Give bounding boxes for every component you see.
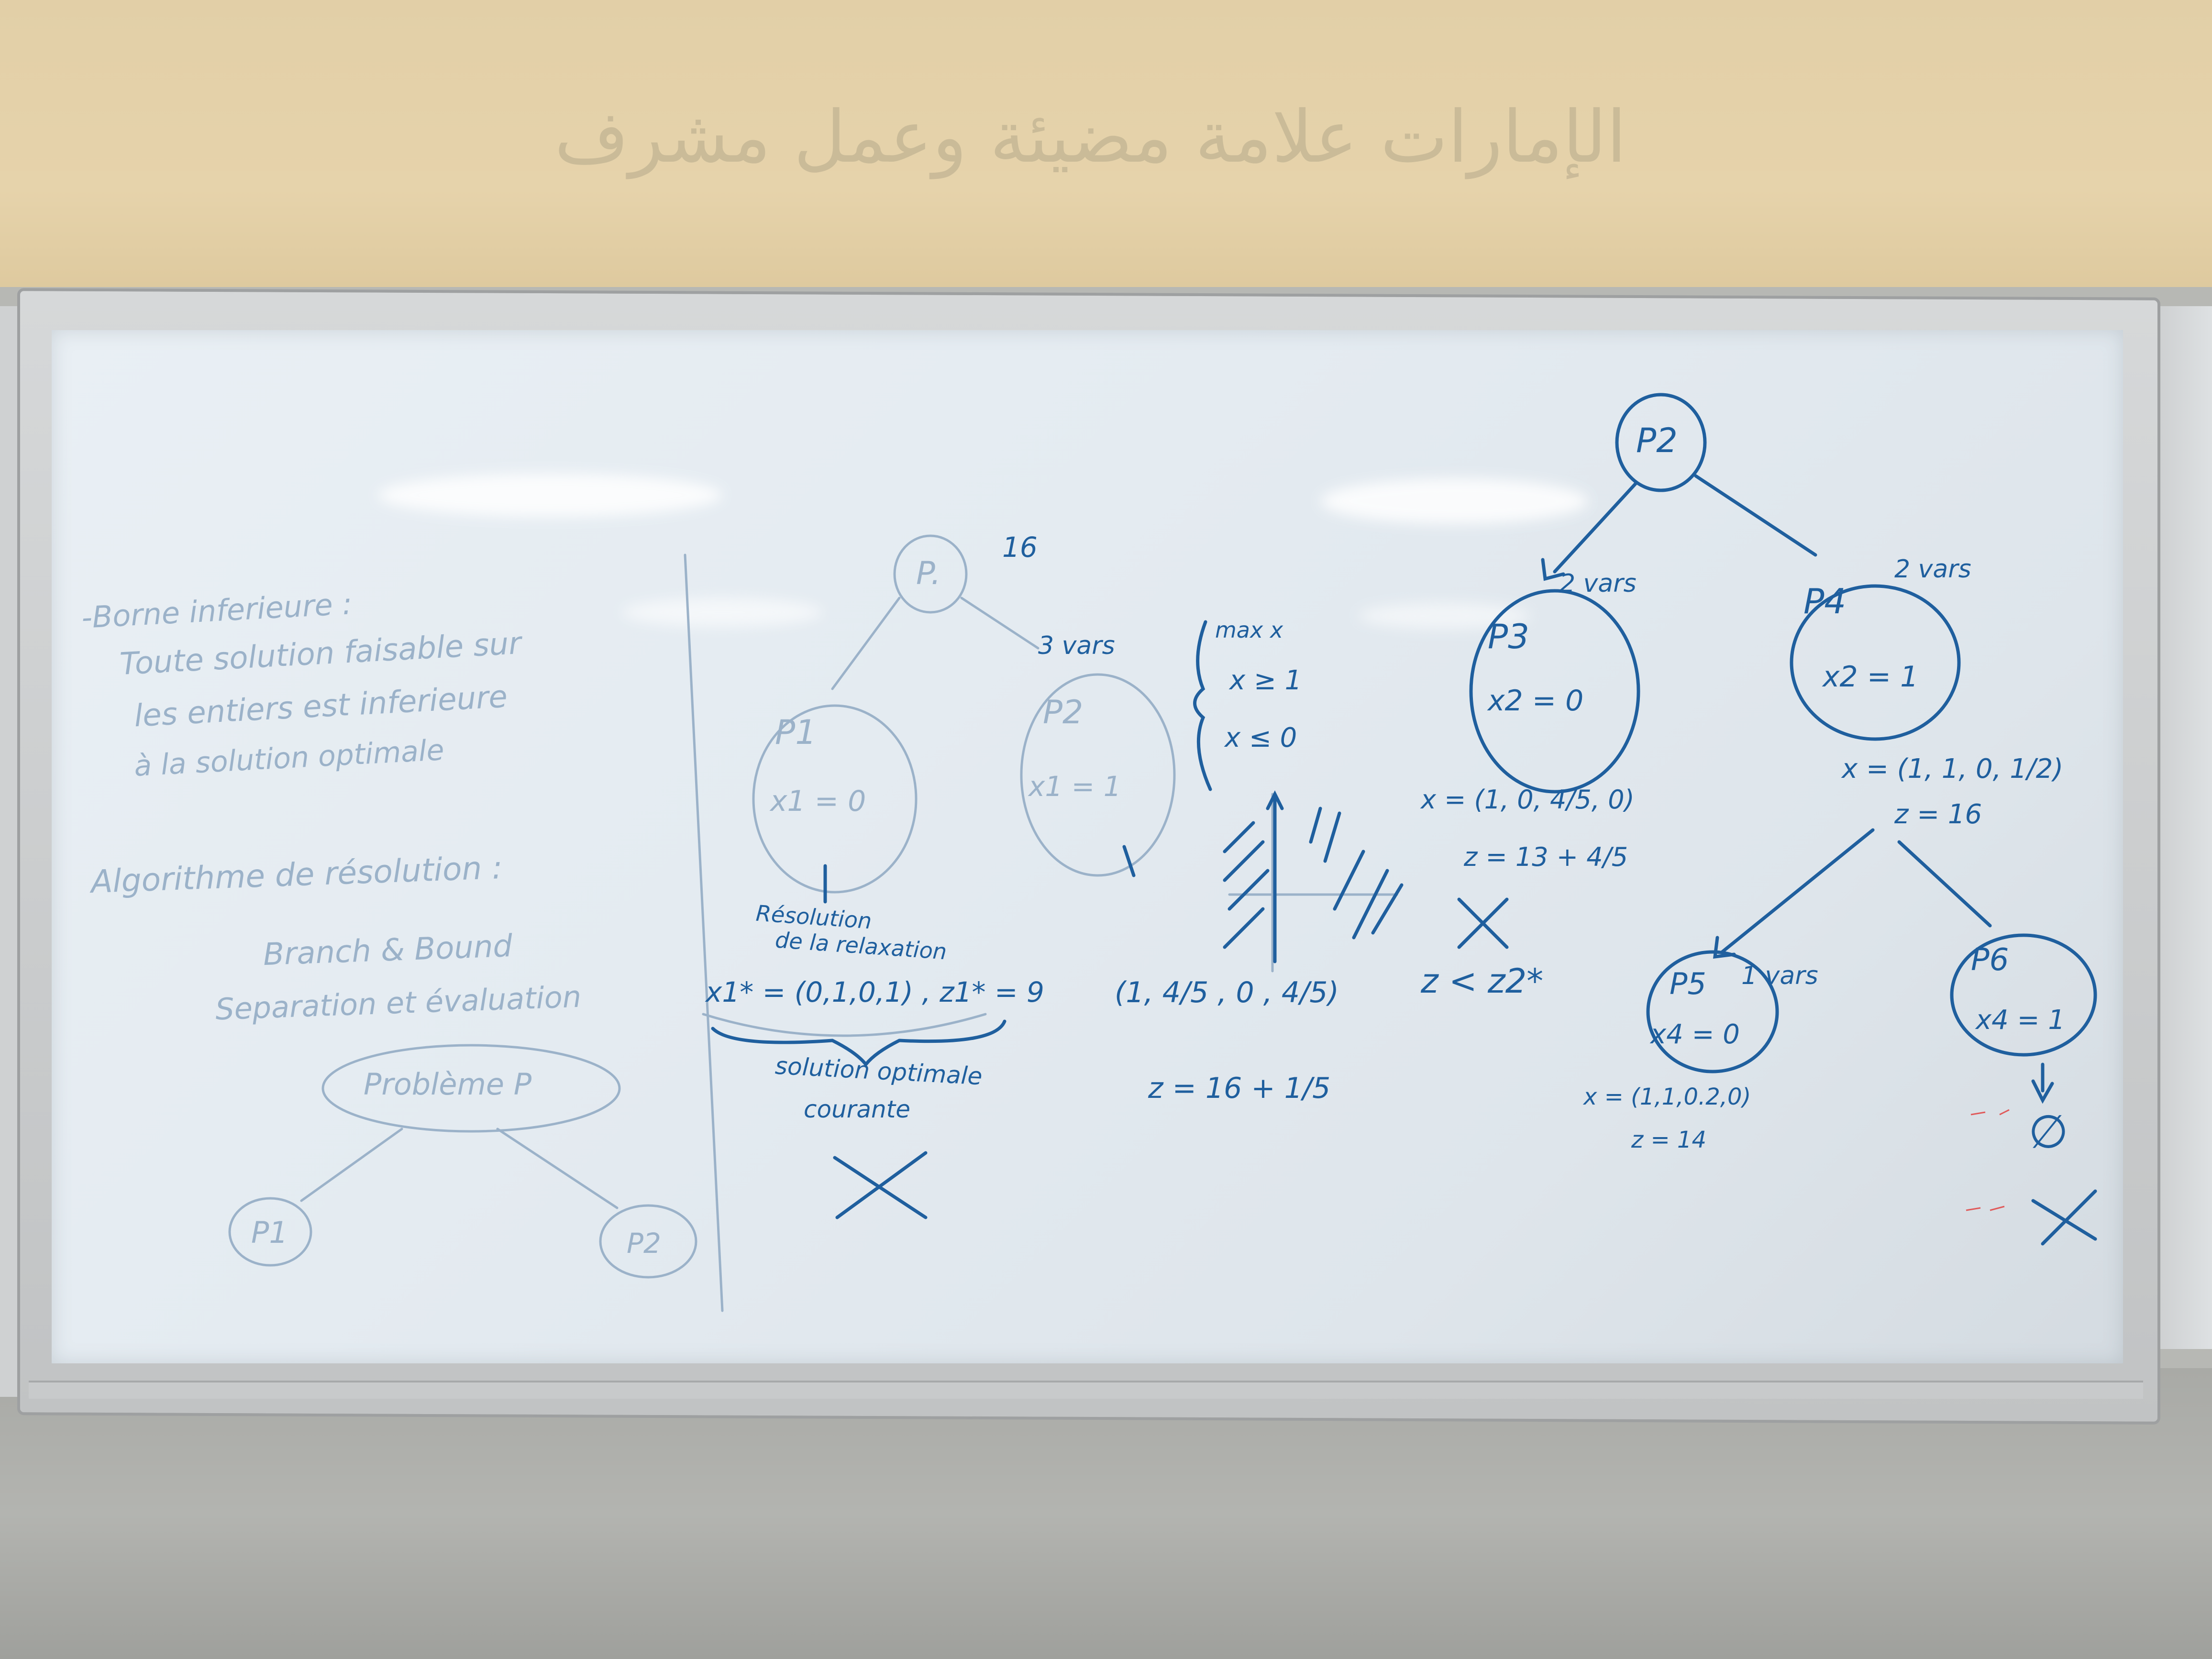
edge-p2-p4: [1694, 474, 1817, 557]
p4-circle: [1790, 584, 1961, 741]
p3-vector: x = (1, 0, 4/5, 0): [1421, 785, 1635, 815]
light-glare-4: [1359, 603, 1531, 629]
vertical-divider: [684, 553, 724, 1312]
p5-z: z = 14: [1631, 1127, 1707, 1153]
faded-p1-circle: [752, 704, 918, 894]
red-marks: [1966, 1109, 2010, 1211]
arrow-p2-down: [1122, 845, 1136, 877]
p2-root-circle: [1615, 393, 1707, 492]
wall-upper: [0, 0, 2212, 316]
faded-p2-circle: [1020, 673, 1176, 877]
arrowhead-p3: [1541, 558, 1565, 581]
p2-vars: 3 vars: [1038, 631, 1115, 660]
right-root-label: P2: [1636, 421, 1678, 460]
system-line2: x ≥ 1: [1229, 665, 1302, 696]
p2-z: z = 16 + 1/5: [1148, 1072, 1331, 1105]
cross-p6-2: [2041, 1189, 2097, 1246]
note-p2-small: P2: [627, 1227, 661, 1260]
faded-edge-root-p2: [960, 597, 1040, 650]
p5-circle: [1646, 950, 1779, 1073]
p4-vars: 2 vars: [1894, 555, 1971, 584]
system-line3: x ≤ 0: [1225, 722, 1297, 753]
p3-constraint: x2 = 0: [1488, 684, 1584, 718]
tree-root-label: P.: [916, 555, 941, 592]
faded-p1-small-circle: [228, 1197, 312, 1267]
p5-label: P5: [1670, 966, 1706, 1001]
faded-brace: [702, 1013, 987, 1037]
p3-z: z = 13 + 4/5: [1464, 842, 1628, 872]
brace-under-solution: [711, 1019, 1006, 1067]
p6-constraint: x4 = 1: [1976, 1005, 2065, 1036]
p2-vector: (1, 4/5 , 0 , 4/5): [1115, 976, 1339, 1009]
edge-p4-p5: [1720, 828, 1875, 954]
p6-circle: [1950, 933, 2097, 1057]
faded-axis: [1228, 793, 1398, 973]
light-glare-3: [1320, 478, 1588, 524]
p1-constraint: x1 = 0: [770, 785, 866, 818]
adjacent-board-left: [0, 306, 19, 1397]
system-line1: max x: [1215, 617, 1283, 643]
faded-edge-root-p1: [831, 597, 901, 690]
p3-label: P3: [1488, 617, 1529, 656]
p6-empty-result: ∅: [2028, 1105, 2068, 1159]
light-glare-1: [378, 474, 722, 517]
p5-vars: 1 vars: [1741, 962, 1818, 990]
wall-painted-text: الإمارات علامة مضيئة وعمل مشرف: [554, 96, 1626, 179]
p3-vars: 2 vars: [1559, 569, 1637, 598]
red-scribble-1: [1970, 1109, 2010, 1116]
p4-z: z = 16: [1894, 799, 1982, 830]
faded-p-root-circle: [893, 534, 968, 614]
marker-tray: [29, 1381, 2143, 1399]
faded-edge-prob-p2: [496, 1128, 619, 1209]
p3-circle: [1469, 589, 1640, 794]
plot-hatch-left: [1223, 821, 1270, 949]
p1-label: P1: [775, 713, 817, 752]
faded-p2-small-circle: [599, 1204, 697, 1279]
faded-edge-prob-p1: [300, 1128, 403, 1202]
note-p1-small: P1: [251, 1215, 288, 1250]
cross-left-2: [835, 1151, 928, 1219]
cross-p6-1: [2031, 1199, 2097, 1241]
p4-constraint: x2 = 1: [1823, 660, 1919, 694]
cross-p3-2: [1457, 897, 1509, 949]
edge-p4-p6: [1897, 840, 1992, 928]
arrow-p6-down: [2031, 1062, 2054, 1104]
relaxation-solution: x1* = (0,1,0,1) , z1* = 9: [706, 976, 1044, 1008]
p4-label: P4: [1803, 581, 1847, 621]
p5-constraint: x4 = 0: [1650, 1019, 1740, 1050]
p3-comparison: z < z2*: [1421, 962, 1544, 1001]
note-probleme: Problème P: [364, 1067, 532, 1102]
red-scribble-2: [1966, 1206, 2005, 1211]
plot-axis-vertical: [1266, 790, 1284, 963]
p2-label: P2: [1043, 694, 1084, 731]
p6-label: P6: [1971, 942, 2009, 978]
light-glare-2: [622, 598, 823, 627]
plot-hatch-right: [1309, 807, 1404, 940]
faded-drawings: [228, 534, 1398, 1312]
edge-p2-p3: [1553, 481, 1638, 574]
p5-vector: x = (1,1,0.2,0): [1583, 1084, 1751, 1110]
brace-label-2: courante: [804, 1095, 911, 1123]
system-brace: [1193, 620, 1212, 791]
blue-drawings: [711, 393, 2097, 1246]
faded-probleme-ellipse: [321, 1044, 621, 1133]
tree-root-value: 16: [1002, 531, 1038, 564]
p2-constraint: x1 = 1: [1029, 770, 1121, 803]
p4-vector: x = (1, 1, 0, 1/2): [1842, 753, 2064, 785]
